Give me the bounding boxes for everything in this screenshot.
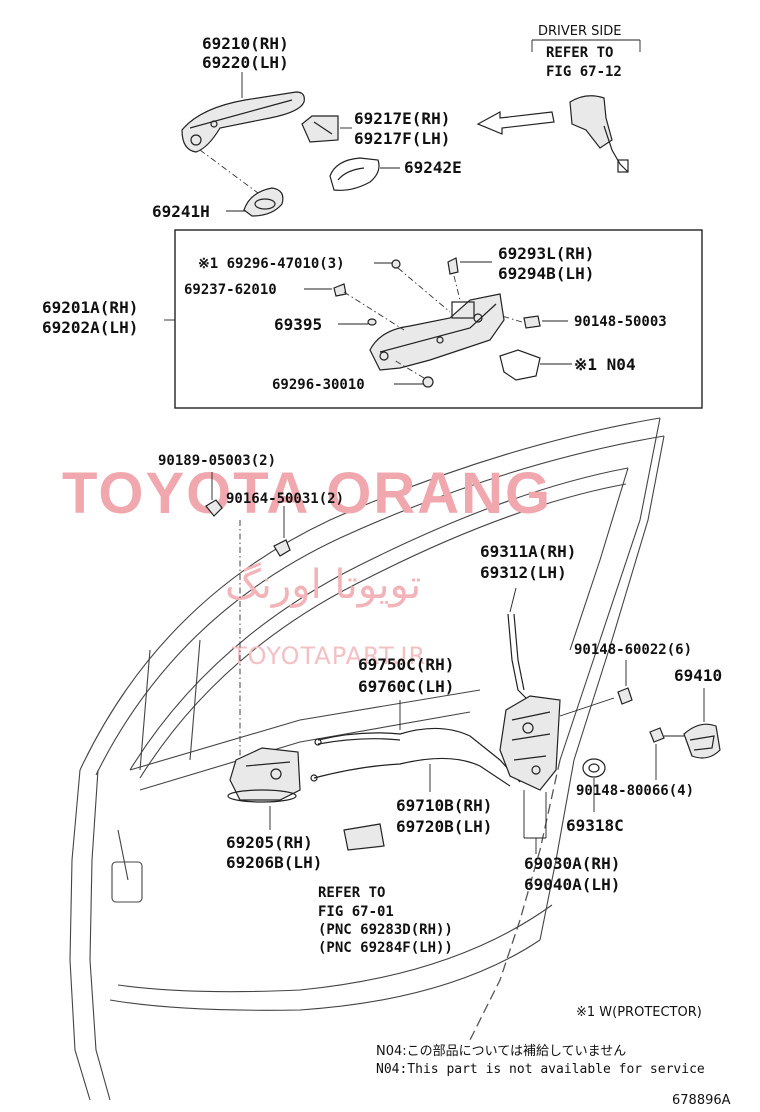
label-clip-05003: 90189-05003(2) <box>158 453 276 469</box>
watermark-persian: تویوتا اورنگ <box>225 562 421 608</box>
door-lock <box>499 695 615 854</box>
label-screw-50031: 90164-50031(2) <box>226 491 344 507</box>
door-outline <box>69 417 665 1101</box>
label-pad-69241h: 69241H <box>152 202 210 221</box>
label-bolt-60022: 90148-60022(6) <box>574 642 692 658</box>
rod <box>507 587 529 701</box>
label-rod-rh: 69311A(RH) <box>480 542 576 561</box>
watermark: TOYOTA ORANG تویوتا اورنگ TOYOTAPART.IR <box>62 461 552 670</box>
label-cable-710-rh: 69710B(RH) <box>396 796 492 815</box>
label-bolt-50003: 90148-50003 <box>574 314 667 330</box>
label-protector-note: ※1 W(PROTECTOR) <box>576 1005 702 1020</box>
label-cover-rh: 69217E(RH) <box>354 109 450 128</box>
label-pnc-lh: (PNC 69284F(LH)) <box>318 940 453 956</box>
cables <box>310 700 521 792</box>
label-cable-750-rh: 69750C(RH) <box>358 655 454 674</box>
label-refer-to-top: REFER TO <box>546 45 613 61</box>
label-fig-67-01: FIG 67-01 <box>318 904 394 920</box>
key-cylinder <box>531 39 641 173</box>
label-bracket-lh: 69294B(LH) <box>498 264 594 283</box>
label-part-69395: 69395 <box>274 315 322 334</box>
clip-and-screw <box>205 472 291 760</box>
label-cable-760-lh: 69760C(LH) <box>358 677 454 696</box>
handle-pad <box>329 157 400 191</box>
label-rod-lh: 69312(LH) <box>480 563 567 582</box>
label-note-en: N04:This part is not available for servi… <box>376 1062 705 1077</box>
label-lock-lh: 69040A(LH) <box>524 875 620 894</box>
label-pnc-rh: (PNC 69283D(RH)) <box>318 922 453 938</box>
label-pad-69242e: 69242E <box>404 158 462 177</box>
label-inner-lh: 69206B(LH) <box>226 853 322 872</box>
watermark-url: TOYOTAPART.IR <box>231 642 426 670</box>
label-refer-to-bottom: REFER TO <box>318 885 385 901</box>
label-note-jp: N04:この部品については補給していません <box>376 1044 626 1059</box>
label-cover-lh: 69217F(LH) <box>354 129 450 148</box>
label-lock-rh: 69030A(RH) <box>524 854 620 873</box>
label-frame-rh: 69201A(RH) <box>42 298 138 317</box>
label-part-62010: 69237-62010 <box>184 282 277 298</box>
label-fig-67-12: FIG 67-12 <box>546 64 622 80</box>
label-washer: 69318C <box>566 816 624 835</box>
label-driver-side: DRIVER SIDE <box>538 24 621 39</box>
label-cable-720-lh: 69720B(LH) <box>396 817 492 836</box>
label-handle-lh: 69220(LH) <box>202 53 289 72</box>
outside-handle <box>181 72 305 217</box>
inside-handle <box>227 747 385 851</box>
handle-cover <box>301 115 352 143</box>
washer <box>582 758 606 812</box>
label-diagram-id: 678896A <box>672 1093 731 1108</box>
label-frame-lh: 69202A(LH) <box>42 318 138 337</box>
watermark-brand: TOYOTA ORANG <box>62 461 552 526</box>
label-striker: 69410 <box>674 666 722 685</box>
lock-bolt <box>617 660 633 705</box>
label-screw-30010: 69296-30010 <box>272 377 365 393</box>
frame-assembly-box <box>164 229 703 409</box>
label-bracket-rh: 69293L(RH) <box>498 244 594 263</box>
label-handle-rh: 69210(RH) <box>202 34 289 53</box>
striker <box>649 688 721 780</box>
driver-side-arrow <box>476 110 555 135</box>
label-n04: ※1 N04 <box>574 355 636 374</box>
label-screw-47010: ※1 69296-47010(3) <box>198 256 345 272</box>
label-inner-rh: 69205(RH) <box>226 833 313 852</box>
label-bolt-80066: 90148-80066(4) <box>576 783 694 799</box>
